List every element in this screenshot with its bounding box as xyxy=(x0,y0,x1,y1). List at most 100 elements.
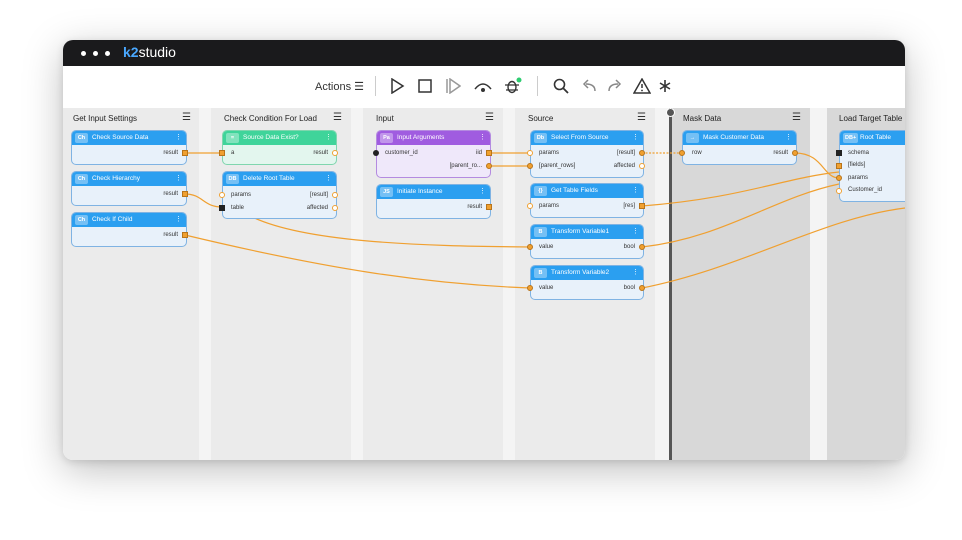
kebab-menu-icon[interactable]: ⋮ xyxy=(175,216,182,223)
node-header[interactable]: {}Get Table Fields⋮ xyxy=(531,184,643,198)
input-pin[interactable] xyxy=(219,150,225,156)
node-header[interactable]: →Mask Customer Data⋮ xyxy=(683,131,796,145)
input-pin[interactable] xyxy=(373,150,379,156)
input-pin[interactable] xyxy=(527,244,533,250)
node-title: Transform Variable2 xyxy=(551,269,610,276)
kebab-menu-icon[interactable]: ⋮ xyxy=(175,175,182,182)
stop-icon[interactable] xyxy=(413,74,437,98)
node-type-badge: Db xyxy=(534,133,547,143)
kebab-menu-icon[interactable]: ⋮ xyxy=(325,175,332,182)
actions-menu-button[interactable]: Actions ☰ xyxy=(315,81,364,93)
input-pin[interactable] xyxy=(527,203,533,209)
input-pin[interactable] xyxy=(527,285,533,291)
breakpoint-line[interactable] xyxy=(669,108,672,460)
menu-icon[interactable]: ☰ xyxy=(485,112,494,123)
input-pin[interactable] xyxy=(836,188,842,194)
node-root-table[interactable]: DB+Root Table schema [fields] params Cus… xyxy=(839,130,905,202)
asterisk-icon[interactable] xyxy=(653,74,677,98)
output-pin[interactable] xyxy=(639,150,645,156)
step-over-icon[interactable] xyxy=(471,74,495,98)
breakpoint-handle-icon[interactable] xyxy=(666,108,675,117)
input-pin[interactable] xyxy=(527,150,533,156)
output-pin[interactable] xyxy=(332,192,338,198)
kebab-menu-icon[interactable]: ⋮ xyxy=(632,134,639,141)
output-port-label: [parent_ro... xyxy=(449,163,482,169)
node-title: Check If Child xyxy=(92,216,133,223)
play-icon[interactable] xyxy=(385,74,409,98)
output-pin[interactable] xyxy=(792,150,798,156)
input-pin[interactable] xyxy=(219,205,225,211)
output-pin[interactable] xyxy=(486,204,492,210)
input-pin[interactable] xyxy=(527,163,533,169)
output-pin[interactable] xyxy=(182,232,188,238)
step-icon[interactable] xyxy=(441,74,465,98)
kebab-menu-icon[interactable]: ⋮ xyxy=(175,134,182,141)
kebab-menu-icon[interactable]: ⋮ xyxy=(632,187,639,194)
input-pin[interactable] xyxy=(679,150,685,156)
input-pin[interactable] xyxy=(219,192,225,198)
kebab-menu-icon[interactable]: ⋮ xyxy=(325,134,332,141)
search-icon[interactable] xyxy=(549,74,573,98)
window-dot-icon[interactable] xyxy=(81,51,86,56)
undo-icon[interactable] xyxy=(577,74,601,98)
input-pin[interactable] xyxy=(836,163,842,169)
menu-icon[interactable]: ☰ xyxy=(792,112,801,123)
kebab-menu-icon[interactable]: ⋮ xyxy=(632,269,639,276)
node-header[interactable]: DB+Root Table xyxy=(840,131,905,145)
kebab-menu-icon[interactable]: ⋮ xyxy=(479,188,486,195)
output-pin[interactable] xyxy=(486,163,492,169)
node-type-badge: JS xyxy=(380,187,393,197)
menu-icon[interactable]: ☰ xyxy=(182,112,191,123)
window-dot-icon[interactable] xyxy=(93,51,98,56)
node-header[interactable]: =Source Data Exist?⋮ xyxy=(223,131,336,145)
kebab-menu-icon[interactable]: ⋮ xyxy=(479,134,486,141)
output-pin[interactable] xyxy=(486,150,492,156)
output-port-label: iid xyxy=(475,150,482,156)
node-type-badge: Ch xyxy=(75,133,88,143)
column-title: Get Input Settings xyxy=(73,114,138,123)
debug-icon[interactable] xyxy=(501,74,525,98)
output-port-label: result xyxy=(313,150,328,156)
output-pin[interactable] xyxy=(332,205,338,211)
redo-icon[interactable] xyxy=(603,74,627,98)
node-get-table-fields[interactable]: {}Get Table Fields⋮ params [res] xyxy=(530,183,644,218)
input-port-label: Customer_id xyxy=(848,187,883,193)
output-pin[interactable] xyxy=(639,285,645,291)
output-pin[interactable] xyxy=(182,191,188,197)
app-logo: k2studio xyxy=(123,44,176,60)
output-pin[interactable] xyxy=(332,150,338,156)
node-source-data-exist[interactable]: =Source Data Exist?⋮ a result xyxy=(222,130,337,165)
input-pin[interactable] xyxy=(836,175,842,181)
output-pin[interactable] xyxy=(639,163,645,169)
output-pin[interactable] xyxy=(639,244,645,250)
flow-canvas[interactable]: Get Input Settings ☰ Check Condition For… xyxy=(63,108,905,460)
menu-icon[interactable]: ☰ xyxy=(637,112,646,123)
output-pin[interactable] xyxy=(182,150,188,156)
node-mask-customer-data[interactable]: →Mask Customer Data⋮ row result xyxy=(682,130,797,165)
output-pin[interactable] xyxy=(639,203,645,209)
warning-icon[interactable] xyxy=(630,74,654,98)
kebab-menu-icon[interactable]: ⋮ xyxy=(785,134,792,141)
kebab-menu-icon[interactable]: ⋮ xyxy=(632,228,639,235)
window-dot-icon[interactable] xyxy=(105,51,110,56)
menu-icon[interactable]: ☰ xyxy=(333,112,342,123)
input-pin[interactable] xyxy=(836,150,842,156)
